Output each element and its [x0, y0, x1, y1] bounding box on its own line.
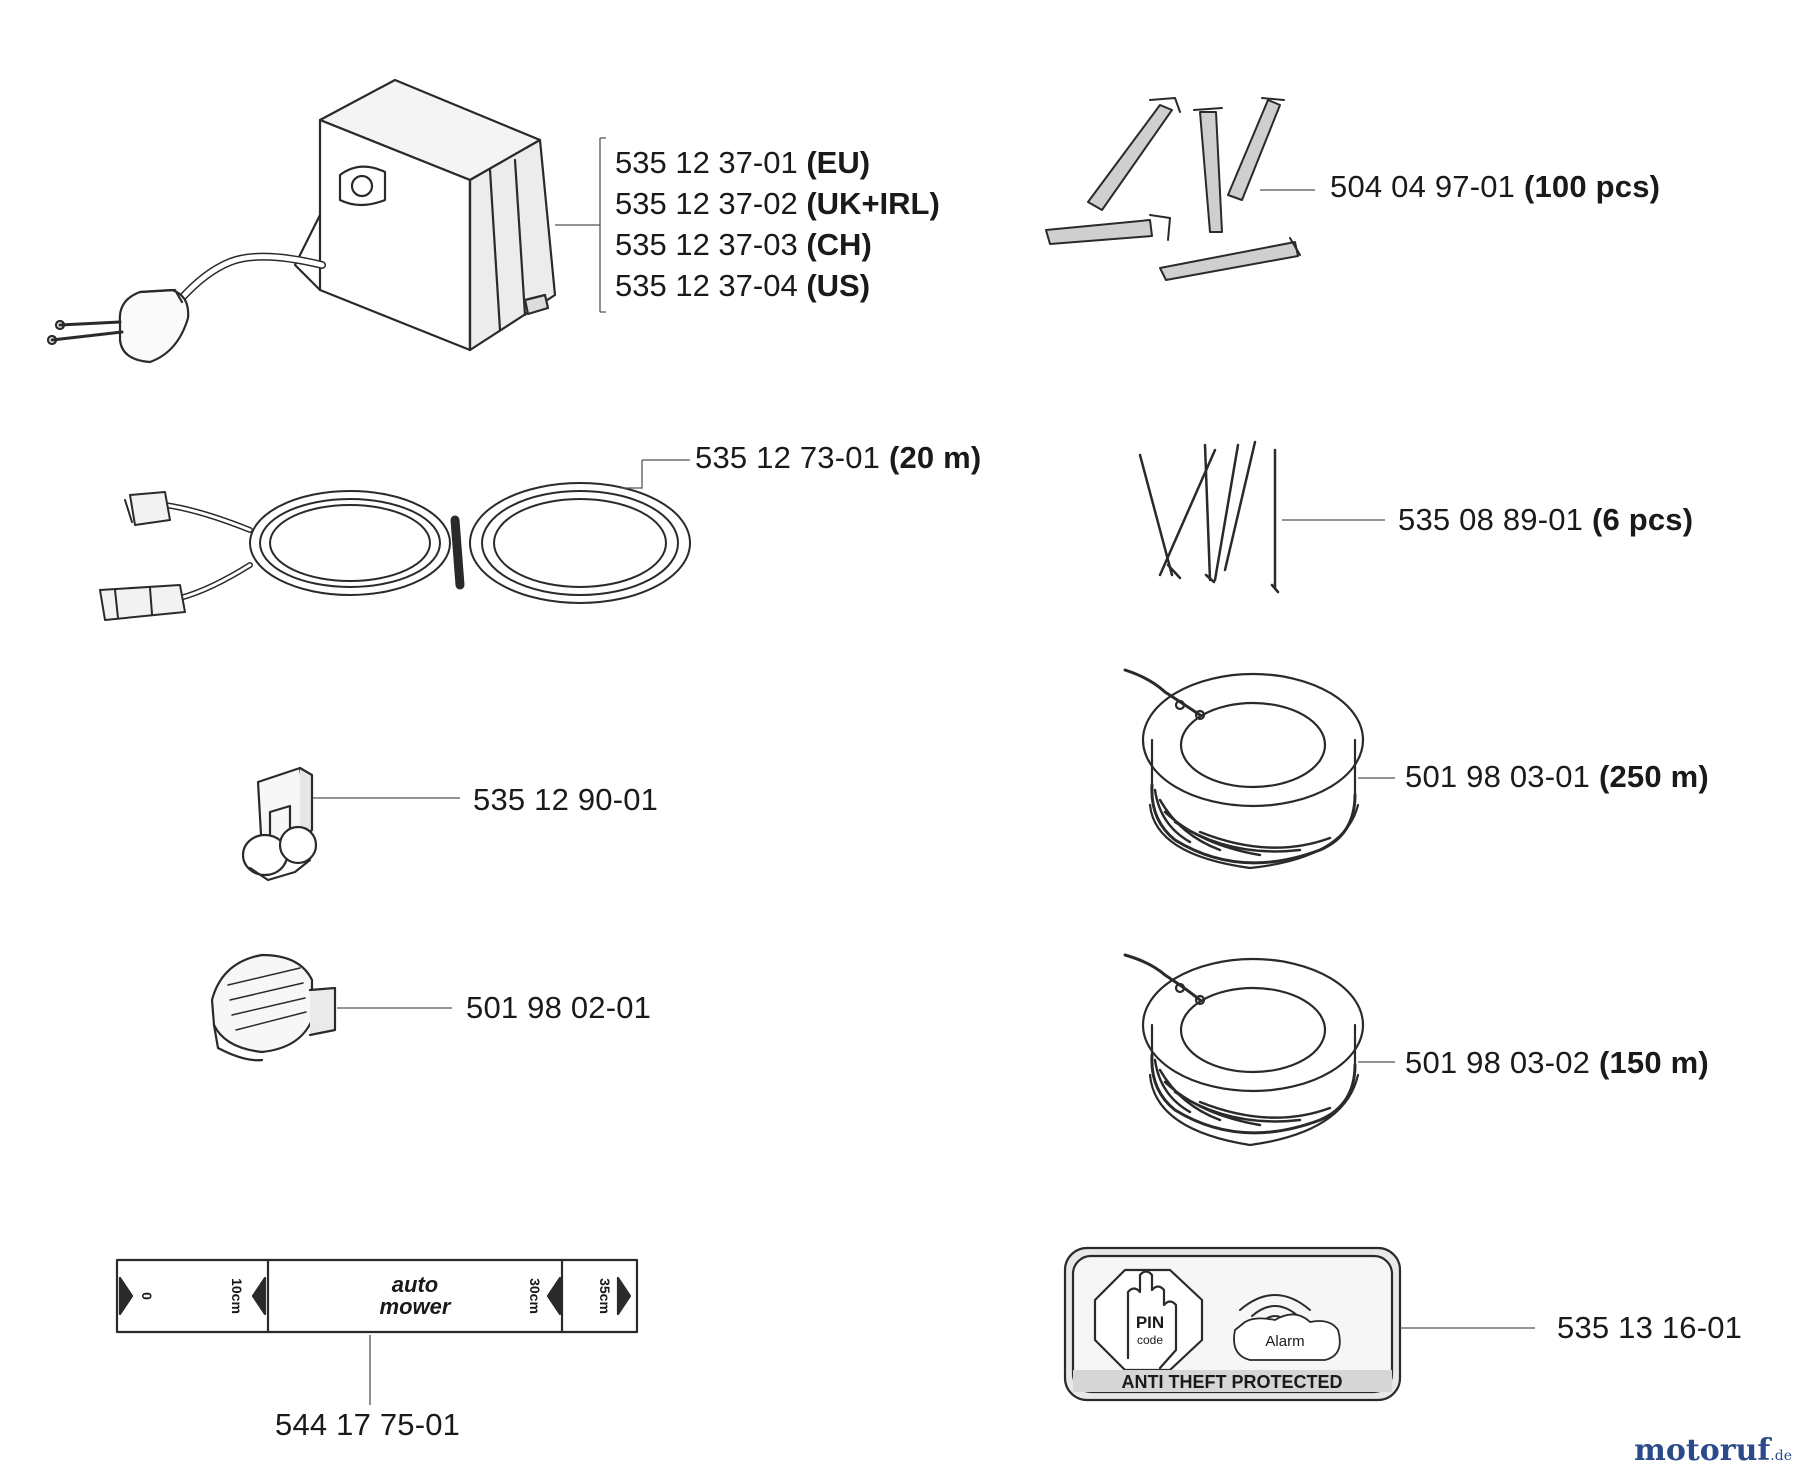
nails-drawing	[1138, 440, 1280, 594]
transformer-drawing	[46, 78, 557, 364]
measure-gauge-drawing	[115, 1258, 639, 1334]
decal-part-number: 535 13 16-01	[1557, 1310, 1743, 1345]
coupler-drawing	[210, 953, 337, 1062]
coupler-part-number: 501 98 02-01	[466, 990, 652, 1025]
leader-lines	[313, 137, 1535, 1405]
wire-250-part-number: 501 98 03-01 (250 m)	[1405, 759, 1709, 794]
decal-alarm: Alarm	[1265, 1333, 1304, 1350]
watermark-main: motoruf	[1634, 1433, 1771, 1468]
decal-code: code	[1137, 1333, 1163, 1347]
gauge-part-number: 544 17 75-01	[275, 1407, 461, 1442]
gauge-mark-30cm: 30cm	[527, 1278, 543, 1314]
wire-spool-250-drawing	[1123, 668, 1365, 870]
cable-part-number: 535 12 73-01 (20 m)	[695, 440, 982, 475]
gauge-mark-10cm: 10cm	[229, 1278, 245, 1314]
pegs-drawing	[1045, 97, 1301, 281]
gauge-mark-0: 0	[139, 1292, 155, 1300]
decal-drawing	[1063, 1246, 1402, 1402]
pegs-part-number: 504 04 97-01 (100 pcs)	[1330, 169, 1661, 204]
wire-150-part-number: 501 98 03-02 (150 m)	[1405, 1045, 1709, 1080]
watermark-suffix: .de	[1770, 1448, 1792, 1464]
gauge-brand-line2: mower	[380, 1294, 452, 1319]
part-number-row: 535 12 37-03 (CH)	[615, 227, 872, 262]
part-number-row: 535 12 37-01 (EU)	[615, 145, 871, 180]
cable-coil-drawing	[99, 482, 691, 621]
decal-pin: PIN	[1136, 1313, 1164, 1332]
part-number-row: 535 12 37-04 (US)	[615, 268, 871, 303]
nails-part-number: 535 08 89-01 (6 pcs)	[1398, 502, 1694, 537]
connector-drawing	[241, 766, 318, 882]
part-number-row: 535 12 37-02 (UK+IRL)	[615, 186, 940, 221]
wire-spool-150-drawing	[1123, 953, 1365, 1147]
watermark-logo[interactable]: motoruf.de	[1634, 1433, 1792, 1468]
gauge-mark-35cm: 35cm	[597, 1278, 613, 1314]
gauge-brand-line1: auto	[392, 1272, 438, 1297]
connector-part-number: 535 12 90-01	[473, 782, 659, 817]
transformer-part-numbers: 535 12 37-01 (EU) 535 12 37-02 (UK+IRL) …	[615, 142, 940, 306]
decal-banner: ANTI THEFT PROTECTED	[1122, 1372, 1343, 1392]
